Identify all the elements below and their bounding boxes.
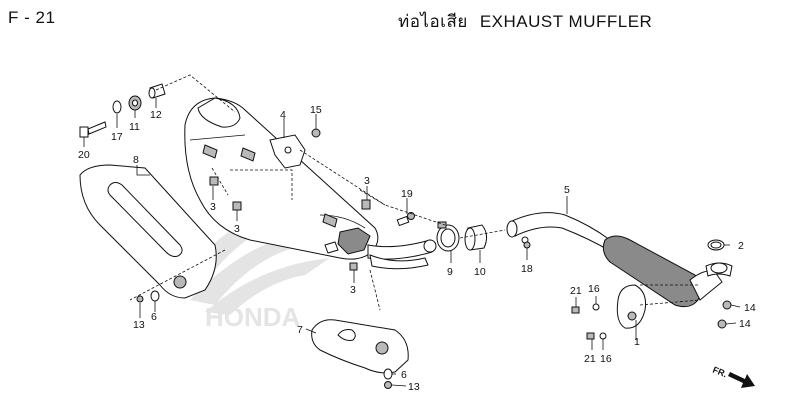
callout-9: 9 bbox=[447, 266, 453, 278]
watermark-text: HONDA bbox=[205, 302, 301, 332]
callout-3: 3 bbox=[364, 175, 370, 187]
callout-14: 14 bbox=[739, 318, 751, 330]
page-title: ท่อไอเสีย EXHAUST MUFFLER bbox=[398, 8, 652, 35]
callout-12: 12 bbox=[150, 109, 162, 121]
callout-18: 18 bbox=[521, 263, 533, 275]
callout-3: 3 bbox=[210, 201, 216, 213]
callout-14: 14 bbox=[744, 302, 756, 314]
front-direction-indicator: FR. bbox=[711, 365, 755, 388]
callout-16: 16 bbox=[600, 353, 612, 365]
callout-16: 16 bbox=[588, 283, 600, 295]
callout-11: 11 bbox=[129, 121, 140, 133]
part-1-heat-shield[interactable] bbox=[616, 284, 646, 329]
callout-2: 2 bbox=[738, 240, 744, 252]
callout-6: 6 bbox=[401, 369, 407, 381]
part-3-clips[interactable] bbox=[209, 176, 371, 271]
assembly-dashed-lines bbox=[129, 74, 701, 311]
part-17-washer[interactable] bbox=[112, 100, 122, 114]
callout-15: 15 bbox=[310, 104, 322, 116]
part-8-heat-shield[interactable] bbox=[79, 164, 217, 299]
callout-6: 6 bbox=[151, 311, 157, 323]
callout-3: 3 bbox=[234, 223, 240, 235]
part-4-bracket[interactable] bbox=[269, 134, 306, 169]
part-5-exhaust-pipe[interactable] bbox=[506, 212, 723, 308]
callout-13: 13 bbox=[133, 319, 145, 331]
title-english: EXHAUST MUFFLER bbox=[479, 12, 653, 31]
callout-21: 21 bbox=[570, 285, 582, 297]
arrow-right-icon bbox=[728, 372, 755, 388]
part-18-bolt[interactable] bbox=[523, 241, 531, 249]
part-11-nut[interactable] bbox=[128, 95, 142, 111]
part-16-washer[interactable] bbox=[592, 303, 607, 340]
part-9-clamp[interactable] bbox=[436, 221, 460, 252]
page-code: F - 21 bbox=[8, 8, 56, 27]
part-flange[interactable] bbox=[705, 262, 733, 277]
part-6-washer[interactable] bbox=[150, 290, 393, 380]
callout-13: 13 bbox=[408, 381, 420, 393]
callout-1: 1 bbox=[634, 336, 640, 348]
callout-10: 10 bbox=[474, 266, 486, 278]
callout-3: 3 bbox=[350, 284, 356, 296]
callout-19: 19 bbox=[401, 188, 413, 200]
callout-labels: 1 2 3 3 3 3 4 5 6 6 7 8 9 10 11 12 13 13… bbox=[78, 104, 756, 393]
callout-21: 21 bbox=[584, 353, 596, 365]
callout-8: 8 bbox=[133, 154, 139, 166]
part-12-collar[interactable] bbox=[148, 83, 166, 99]
callout-4: 4 bbox=[280, 109, 286, 121]
part-21-bolt[interactable] bbox=[571, 306, 595, 340]
part-13-nut[interactable] bbox=[136, 295, 392, 389]
fr-label: FR. bbox=[711, 365, 728, 380]
callout-5: 5 bbox=[564, 184, 570, 196]
part-10-gasket[interactable] bbox=[464, 224, 488, 251]
part-muffler-body[interactable] bbox=[184, 97, 437, 270]
part-20-bolt[interactable] bbox=[79, 121, 107, 138]
callout-17: 17 bbox=[111, 131, 123, 143]
part-15-bolt[interactable] bbox=[311, 128, 321, 138]
part-19-bolt[interactable] bbox=[396, 212, 415, 227]
title-thai: ท่อไอเสีย bbox=[398, 12, 468, 31]
part-7-heat-shield[interactable] bbox=[311, 319, 409, 374]
leader-lines bbox=[83, 98, 741, 387]
part-2-gasket[interactable] bbox=[707, 239, 725, 251]
callout-7: 7 bbox=[297, 324, 303, 336]
callout-20: 20 bbox=[78, 149, 90, 161]
